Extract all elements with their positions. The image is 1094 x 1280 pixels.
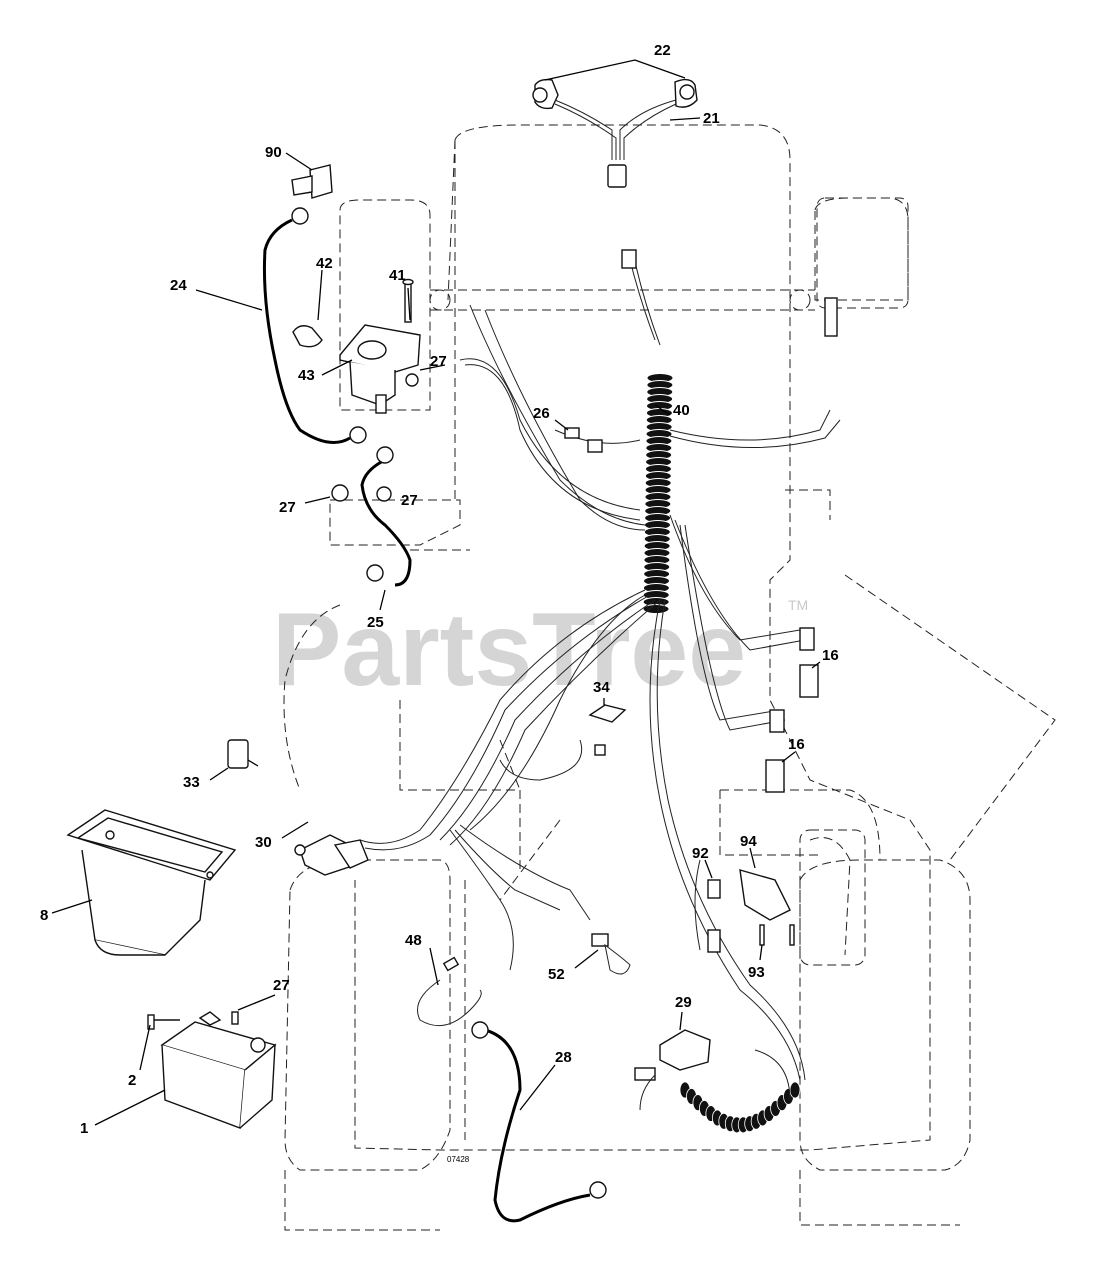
watermark: PartsTree bbox=[272, 592, 746, 708]
callout-90: 90 bbox=[265, 144, 282, 161]
part-90-connector bbox=[285, 152, 333, 199]
sensor-switches-16 bbox=[765, 627, 821, 793]
callout-94: 94 bbox=[740, 833, 757, 850]
callout-27-b: 27 bbox=[279, 499, 296, 516]
callout-92: 92 bbox=[692, 845, 709, 862]
callout-labels: 22 21 90 24 42 41 43 27 40 26 27 27 25 1… bbox=[40, 42, 839, 1164]
callout-16-b: 16 bbox=[788, 736, 805, 753]
battery-1 bbox=[94, 994, 277, 1129]
callout-34: 34 bbox=[593, 679, 610, 696]
part-52-connector bbox=[574, 933, 631, 975]
callout-43: 43 bbox=[298, 367, 315, 384]
coiled-cord bbox=[679, 1081, 801, 1134]
callout-21: 21 bbox=[703, 110, 720, 127]
callout-28: 28 bbox=[555, 1049, 572, 1066]
callout-52: 52 bbox=[548, 966, 565, 983]
callout-42: 42 bbox=[316, 255, 333, 272]
callout-27-d: 27 bbox=[273, 977, 290, 994]
callout-33: 33 bbox=[183, 774, 200, 791]
battery-cable-24 bbox=[195, 207, 367, 444]
branch-wires bbox=[359, 514, 806, 1081]
callout-2: 2 bbox=[128, 1072, 136, 1089]
callout-27-a: 27 bbox=[430, 353, 447, 370]
callout-8: 8 bbox=[40, 907, 48, 924]
callout-24: 24 bbox=[170, 277, 187, 294]
callout-25: 25 bbox=[367, 614, 384, 631]
callout-93: 93 bbox=[748, 964, 765, 981]
parts-92-94-93 bbox=[704, 847, 795, 961]
callout-48: 48 bbox=[405, 932, 422, 949]
callout-29: 29 bbox=[675, 994, 692, 1011]
callout-26: 26 bbox=[533, 405, 550, 422]
part-34-switch bbox=[588, 698, 627, 756]
callout-40: 40 bbox=[673, 402, 690, 419]
watermark-trademark: TM bbox=[788, 597, 808, 613]
main-harness-40 bbox=[459, 249, 841, 614]
callout-22: 22 bbox=[654, 42, 671, 59]
callout-30: 30 bbox=[255, 834, 272, 851]
solenoid-assembly bbox=[292, 269, 446, 414]
part-48-wire bbox=[417, 947, 482, 1027]
conduit-ring bbox=[642, 604, 670, 614]
part-29-switch bbox=[634, 1011, 801, 1134]
callout-27-c: 27 bbox=[401, 492, 418, 509]
drawing-code: 07428 bbox=[447, 1155, 470, 1164]
cord-coil bbox=[789, 1081, 801, 1099]
callout-1: 1 bbox=[80, 1120, 88, 1137]
ignition-switch-30 bbox=[281, 821, 369, 876]
callout-16-a: 16 bbox=[822, 647, 839, 664]
battery-box-8 bbox=[51, 809, 237, 956]
callout-41: 41 bbox=[389, 267, 406, 284]
battery-cable-28 bbox=[471, 1021, 607, 1223]
battery-cable-25 bbox=[304, 446, 412, 611]
harness-conduit bbox=[642, 373, 674, 614]
headlight-assembly bbox=[532, 59, 701, 188]
ignition-key-33 bbox=[209, 739, 259, 781]
